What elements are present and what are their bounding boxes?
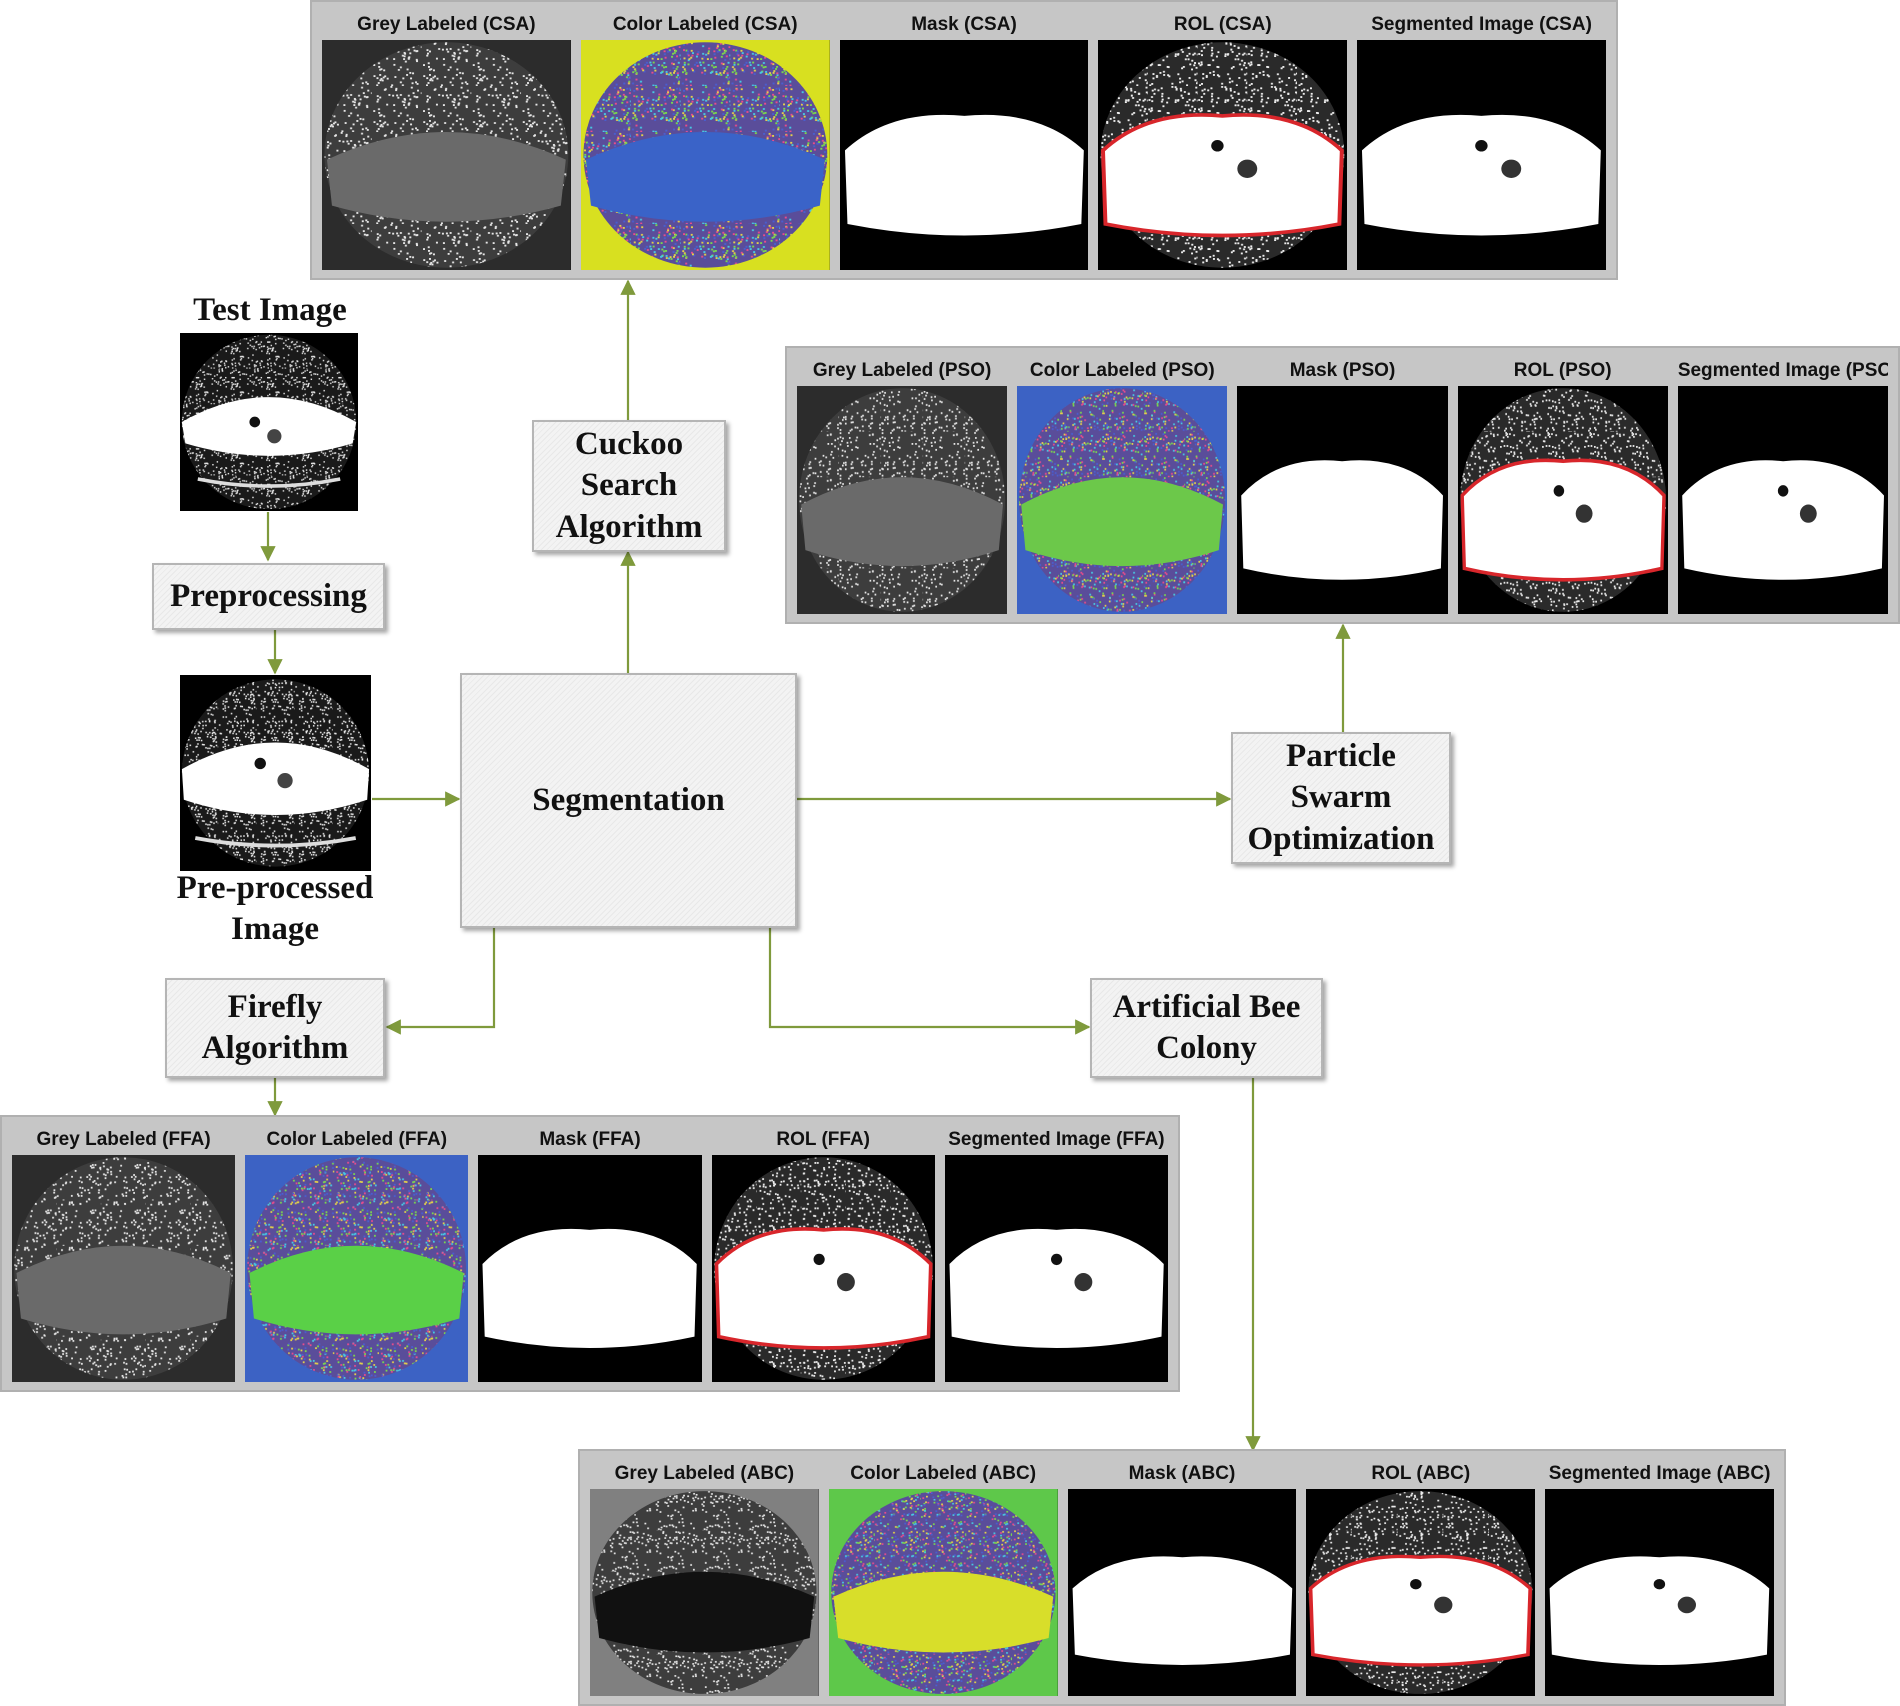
ffa-grey-title: Grey Labeled (FFA) (36, 1129, 211, 1150)
preprocessing-box: Preprocessing (152, 563, 385, 630)
abc-grey-cell: Grey Labeled (ABC) (590, 1459, 819, 1696)
csa-grey-image (322, 40, 571, 270)
cuckoo-label-line2: Search (580, 467, 678, 504)
csa-mask-title: Mask (CSA) (911, 14, 1017, 35)
test-image-thumbnail (180, 333, 358, 511)
ffa-segmented-image (944, 1155, 1169, 1382)
arrow-segmentation-to-firefly (385, 928, 496, 1035)
abc-segmented-image (1545, 1489, 1774, 1696)
pso-grey-image (797, 386, 1008, 614)
abc-box: Artificial Bee Colony (1090, 978, 1323, 1078)
pso-mask-image (1237, 386, 1448, 614)
abc-color-image (828, 1489, 1058, 1696)
ffa-roi-image (711, 1155, 935, 1382)
abc-grey-title: Grey Labeled (ABC) (614, 1463, 795, 1484)
ffa-segmented-title: Segmented Image (FFA) (948, 1129, 1165, 1150)
pso-mask-cell: Mask (PSO) (1237, 356, 1448, 614)
ffa-grey-cell: Grey Labeled (FFA) (12, 1125, 236, 1382)
pso-roi-image (1457, 386, 1668, 614)
csa-segmented-title: Segmented Image (CSA) (1371, 14, 1592, 35)
csa-results-panel: Grey Labeled (CSA) Color Labeled (CSA) Mas… (310, 0, 1618, 280)
ffa-color-cell: Color Labeled (FFA) (245, 1125, 469, 1382)
preprocessed-image-label: Pre-processed Image (150, 868, 400, 951)
csa-grey-cell: Grey Labeled (CSA) (322, 10, 571, 270)
pso-color-cell: Color Labeled (PSO) (1017, 356, 1228, 614)
pso-box: Particle Swarm Optimization (1231, 732, 1451, 864)
csa-color-image (580, 40, 830, 270)
preprocessed-image-thumbnail (180, 675, 371, 871)
cuckoo-search-box: Cuckoo Search Algorithm (532, 420, 726, 552)
abc-segmented-title: Segmented Image (ABC) (1548, 1463, 1771, 1484)
firefly-label-line2: Algorithm (201, 1030, 349, 1066)
pso-roi-cell: ROL (PSO) (1457, 356, 1668, 614)
pso-mask-title: Mask (PSO) (1289, 360, 1396, 381)
csa-segmented-image (1357, 40, 1606, 270)
abc-mask-cell: Mask (ABC) (1067, 1459, 1297, 1696)
firefly-box: Firefly Algorithm (165, 978, 385, 1078)
ffa-roi-cell: ROL (FFA) (711, 1125, 935, 1382)
pso-roi-title: ROL (PSO) (1513, 360, 1612, 381)
abc-label-line2: Colony (1156, 1030, 1257, 1066)
abc-mask-title: Mask (ABC) (1128, 1463, 1236, 1484)
pso-color-image (1017, 386, 1228, 614)
csa-roi-cell: ROL (CSA) (1098, 10, 1348, 270)
preprocessed-image-label-line1: Pre-processed (176, 870, 374, 906)
ffa-color-image (245, 1155, 469, 1382)
cuckoo-label-line1: Cuckoo (574, 426, 684, 463)
abc-color-title: Color Labeled (ABC) (850, 1463, 1037, 1484)
cuckoo-label-line3: Algorithm (555, 508, 703, 545)
preprocessed-image-label-line2: Image (231, 911, 319, 948)
pso-color-title: Color Labeled (PSO) (1029, 360, 1215, 381)
csa-mask-cell: Mask (CSA) (839, 10, 1089, 270)
ffa-segmented-cell: Segmented Image (FFA) (944, 1125, 1169, 1382)
csa-mask-image (839, 40, 1089, 270)
ffa-mask-title: Mask (FFA) (539, 1129, 641, 1150)
ffa-mask-cell: Mask (FFA) (478, 1125, 702, 1382)
abc-grey-image (590, 1489, 819, 1696)
ffa-roi-title: ROL (FFA) (776, 1129, 870, 1150)
abc-segmented-cell: Segmented Image (ABC) (1545, 1459, 1774, 1696)
pso-segmented-title: Segmented Image (PSO) (1677, 360, 1889, 381)
abc-roi-title: ROL (ABC) (1371, 1463, 1471, 1484)
csa-roi-title: ROL (CSA) (1173, 14, 1272, 35)
abc-roi-cell: ROL (ABC) (1306, 1459, 1536, 1696)
firefly-label-line1: Firefly (227, 988, 323, 1025)
csa-segmented-cell: Segmented Image (CSA) (1357, 10, 1606, 270)
pso-label-line3: Optimization (1247, 820, 1435, 857)
ffa-grey-image (12, 1155, 236, 1382)
ffa-results-panel: Grey Labeled (FFA) Color Labeled (FFA) Mas… (0, 1115, 1180, 1392)
pso-label-line1: Particle (1286, 738, 1396, 775)
pso-segmented-image (1677, 386, 1889, 614)
segmentation-label: Segmentation (532, 781, 725, 818)
abc-color-cell: Color Labeled (ABC) (828, 1459, 1058, 1696)
segmentation-box: Segmentation (460, 673, 797, 928)
pso-segmented-cell: Segmented Image (PSO) (1677, 356, 1889, 614)
ffa-mask-image (478, 1155, 702, 1382)
abc-roi-image (1306, 1489, 1536, 1696)
test-image-label: Test Image (193, 292, 347, 328)
csa-color-cell: Color Labeled (CSA) (580, 10, 830, 270)
pso-results-panel: Grey Labeled (PSO) Color Labeled (PSO) Mas… (785, 346, 1900, 624)
pso-grey-cell: Grey Labeled (PSO) (797, 356, 1008, 614)
preprocessing-label: Preprocessing (170, 577, 367, 614)
arrow-segmentation-to-abc (768, 928, 1091, 1035)
csa-roi-image (1098, 40, 1348, 270)
abc-mask-image (1067, 1489, 1297, 1696)
pso-grey-title: Grey Labeled (PSO) (812, 360, 992, 381)
abc-label-line1: Artificial Bee (1112, 988, 1301, 1025)
pso-label-line2: Swarm (1290, 779, 1392, 816)
abc-results-panel: Grey Labeled (ABC) Color Labeled (ABC) Mas… (578, 1449, 1786, 1706)
csa-color-title: Color Labeled (CSA) (612, 14, 798, 35)
ffa-color-title: Color Labeled (FFA) (266, 1129, 448, 1150)
csa-grey-title: Grey Labeled (CSA) (357, 14, 536, 35)
